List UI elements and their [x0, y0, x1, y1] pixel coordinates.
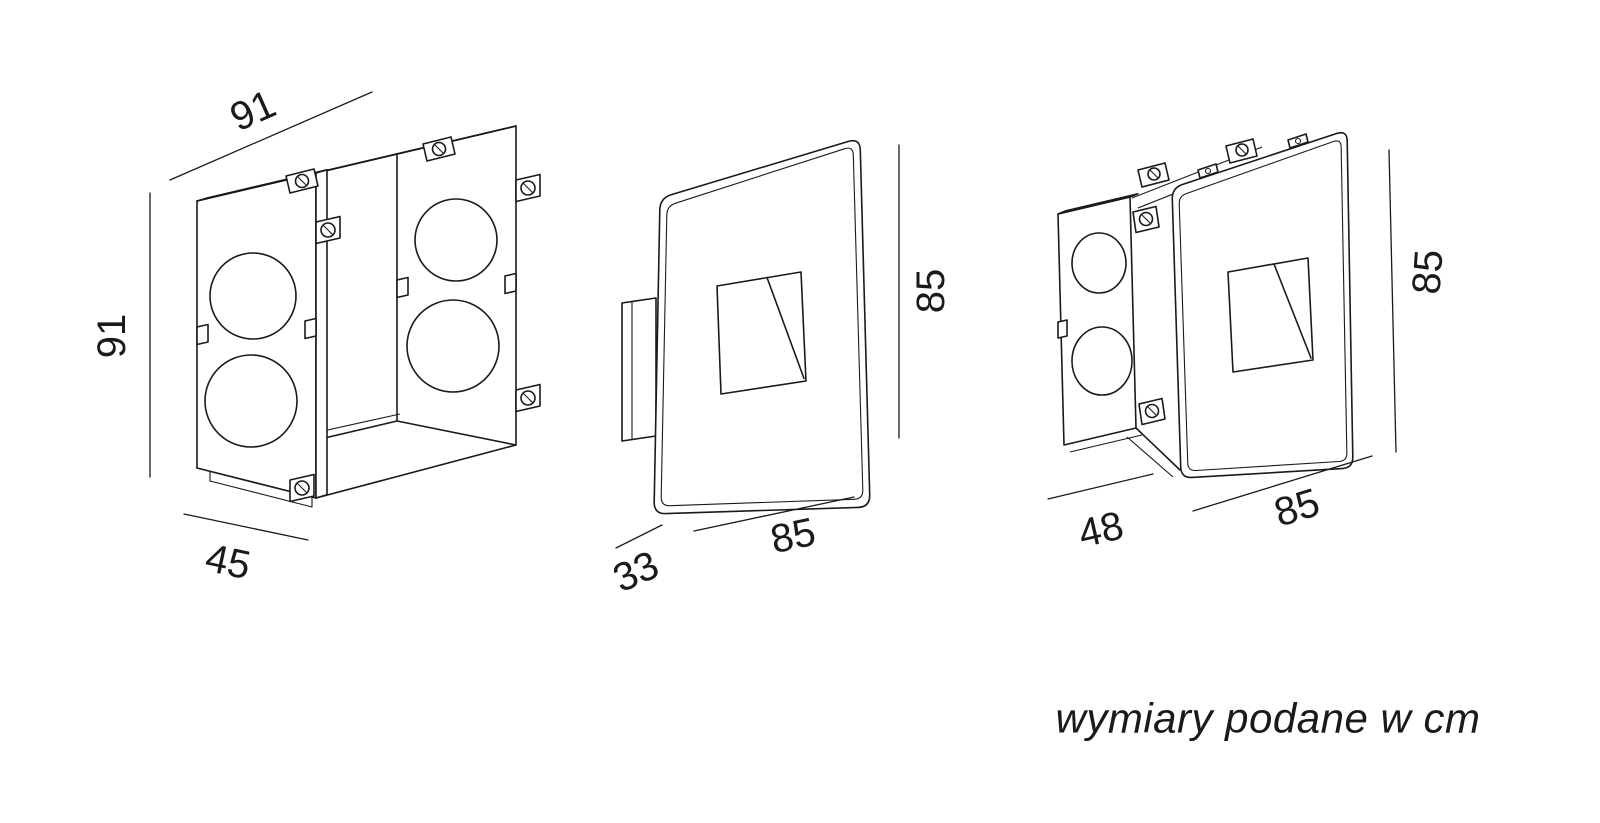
side-tab — [515, 383, 541, 413]
knockout-circle — [1071, 326, 1133, 396]
dim-line-assembled-height — [1388, 149, 1397, 453]
knockout-circle — [209, 252, 297, 340]
top-clip — [1287, 133, 1309, 149]
dim-label-box-height: 91 — [90, 314, 134, 359]
knockout-circle — [1071, 232, 1127, 294]
assembled-line-art — [1057, 131, 1354, 479]
dim-line-plate-depth — [615, 524, 663, 549]
mounting-box-line-art — [196, 125, 541, 508]
dim-label-plate-depth: 33 — [607, 543, 666, 601]
side-tab — [1132, 205, 1160, 234]
dim-label-assembled-width: 85 — [1269, 480, 1324, 535]
side-tab — [515, 173, 541, 203]
faceplate-line-art — [621, 139, 871, 515]
top-clip — [1197, 163, 1219, 179]
aperture-reflector-edge — [1273, 263, 1312, 359]
mounting-box-view: 91 91 45 — [90, 82, 541, 588]
recessed-can — [621, 297, 657, 442]
mounting-lug — [1225, 138, 1258, 164]
knockout-circle — [406, 299, 500, 393]
dim-line-box-width — [183, 513, 309, 541]
dim-label-assembled-height: 85 — [1405, 248, 1452, 295]
units-caption: wymiary podane w cm — [1056, 695, 1481, 742]
side-tab — [315, 215, 341, 245]
aperture-reflector-edge — [766, 276, 805, 380]
dim-line-box-depth — [169, 91, 373, 181]
faceplate-view: 85 85 33 — [607, 139, 953, 601]
knockout-circle — [414, 198, 498, 282]
mounting-lug — [1137, 162, 1170, 188]
dim-label-plate-width: 85 — [767, 510, 820, 562]
dim-label-box-depth: 91 — [224, 82, 283, 140]
dim-label-plate-height: 85 — [909, 269, 953, 314]
mounting-lug — [285, 168, 319, 194]
assembled-view: 85 48 85 — [1047, 131, 1452, 557]
dim-line-assembled-depth — [1047, 473, 1154, 500]
dim-label-assembled-depth: 48 — [1074, 504, 1127, 557]
dim-line-plate-width — [693, 496, 855, 532]
side-tab — [1138, 397, 1166, 426]
knockout-circle — [204, 354, 298, 448]
light-aperture — [1227, 257, 1314, 373]
light-aperture — [716, 271, 807, 395]
mounting-lug — [422, 136, 456, 162]
dim-line-assembled-width — [1192, 455, 1373, 512]
side-tab — [289, 473, 315, 503]
dim-label-box-width: 45 — [202, 536, 255, 588]
